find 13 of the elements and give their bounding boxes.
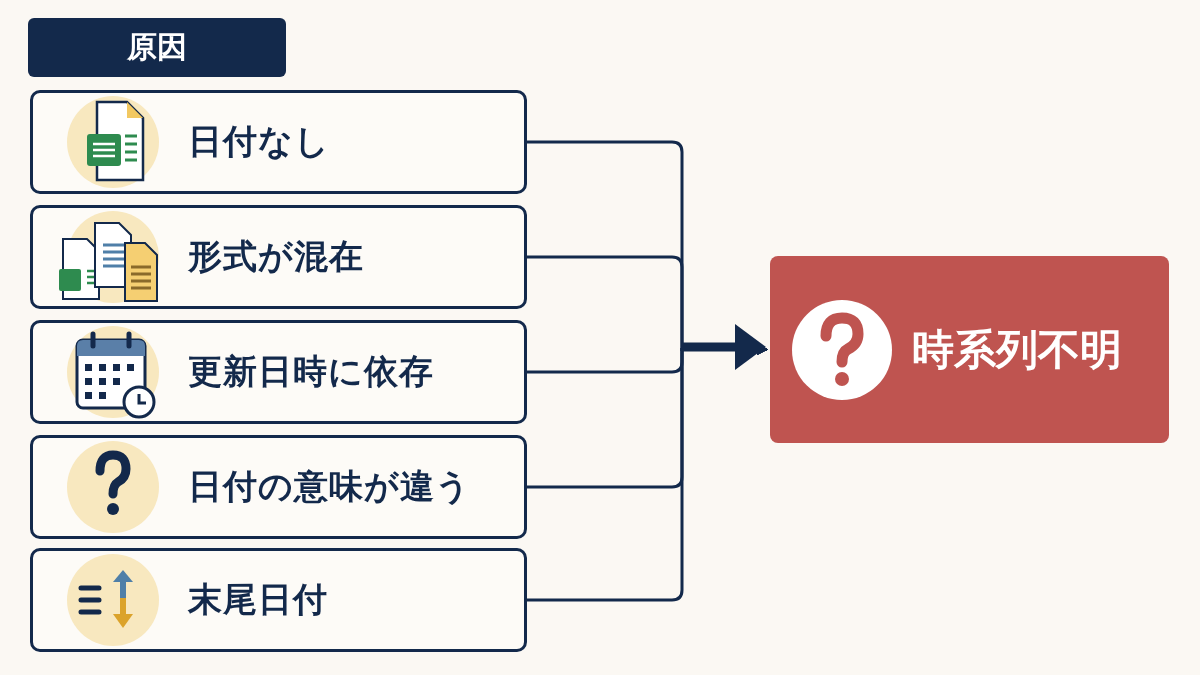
cause-label: 末尾日付: [188, 578, 328, 621]
result-label: 時系列不明: [912, 323, 1122, 376]
cause-label: 日付の意味が違う: [188, 465, 471, 508]
cause-label: 更新日時に依存: [188, 350, 434, 393]
cause-label: 形式が混在: [188, 235, 364, 278]
cause-box: [30, 90, 527, 194]
cause-label: 日付なし: [188, 120, 330, 163]
result-box: [770, 256, 1169, 443]
cause-box: [30, 205, 527, 309]
cause-box: [30, 548, 527, 652]
heading-tab: 原因: [28, 18, 286, 77]
cause-box: [30, 320, 527, 424]
cause-box: [30, 435, 527, 539]
